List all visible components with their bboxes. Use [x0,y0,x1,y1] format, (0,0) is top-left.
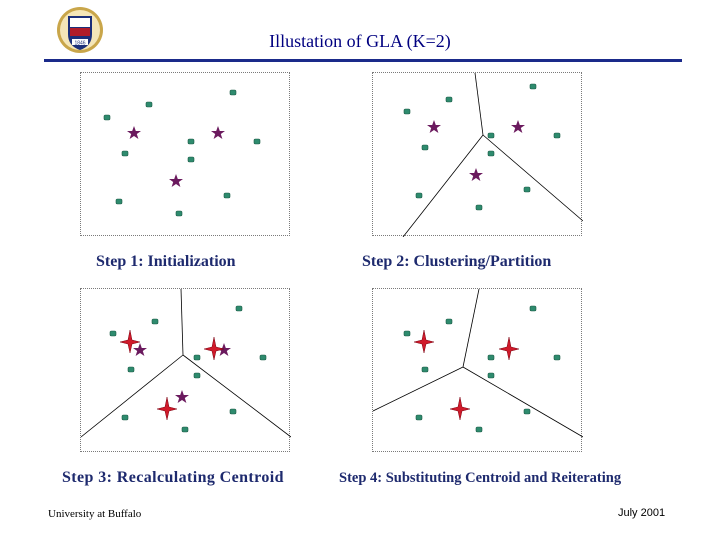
data-point [151,318,159,325]
panel-step2-plot [402,73,583,237]
data-point [475,204,483,211]
centroid-marker [203,336,225,361]
data-point [229,408,237,415]
data-point [103,114,111,121]
codeword-star [469,168,483,181]
partition-boundary [373,366,464,412]
data-point [127,366,135,373]
slide-title: Illustation of GLA (K=2) [269,31,451,51]
data-point [487,354,495,361]
codeword-star [211,126,225,139]
title-rule [44,59,682,62]
data-point [259,354,267,361]
data-point [223,192,231,199]
centroid-marker [156,396,178,421]
partition-boundary [462,366,583,438]
panel-step1 [80,72,290,236]
panel-step2 [372,72,583,237]
data-point [523,408,531,415]
data-point [553,354,561,361]
centroid-marker [498,336,520,361]
data-point [421,144,429,151]
data-point [145,101,153,108]
footer-date: July 2001 [618,507,666,519]
data-point [193,372,201,379]
data-point [121,150,129,157]
data-point [415,192,423,199]
data-point [181,426,189,433]
partition-boundary [482,134,583,222]
panel-step3 [80,288,291,452]
panel-step4 [372,288,583,452]
logo-year: 1846 [74,41,85,47]
partition-boundary [81,354,184,438]
caption-step4: Step 4: Substituting Centroid and Reiter… [339,470,622,486]
data-point [475,426,483,433]
data-point [187,156,195,163]
caption-step2: Step 2: Clustering/Partition [362,253,552,270]
caption-step3: Step 3: Recalculating Centroid [62,469,284,486]
data-point [403,330,411,337]
codeword-star [169,174,183,187]
data-point [187,138,195,145]
data-point [553,132,561,139]
data-point [121,414,129,421]
centroid-marker [449,396,471,421]
data-point [253,138,261,145]
data-point [229,89,237,96]
data-point [403,108,411,115]
data-point [415,414,423,421]
university-logo: 1846 [56,6,104,54]
data-point [109,330,117,337]
codeword-star [127,126,141,139]
panel-step1-plot [103,89,261,217]
partition-boundary [182,354,291,438]
caption-step1: Step 1: Initialization [96,253,236,270]
data-point [529,305,537,312]
codeword-star [133,343,147,356]
data-point [487,372,495,379]
data-point [445,96,453,103]
partition-boundary [462,289,480,368]
data-point [115,198,123,205]
data-point [421,366,429,373]
partition-boundary [474,73,484,136]
data-point [235,305,243,312]
centroid-marker [119,329,141,354]
codeword-star [175,390,189,403]
codeword-star [427,120,441,133]
centroid-marker [413,329,435,354]
data-point [487,132,495,139]
data-point [445,318,453,325]
partition-boundary [180,289,184,356]
codeword-star [217,343,231,356]
footer-institution: University at Buffalo [48,508,142,520]
codeword-star [511,120,525,133]
data-point [487,150,495,157]
data-point [529,83,537,90]
partition-boundary [402,134,484,237]
data-point [523,186,531,193]
data-point [193,354,201,361]
panel-step3-plot [81,289,291,438]
data-point [175,210,183,217]
panel-step4-plot [373,289,583,438]
